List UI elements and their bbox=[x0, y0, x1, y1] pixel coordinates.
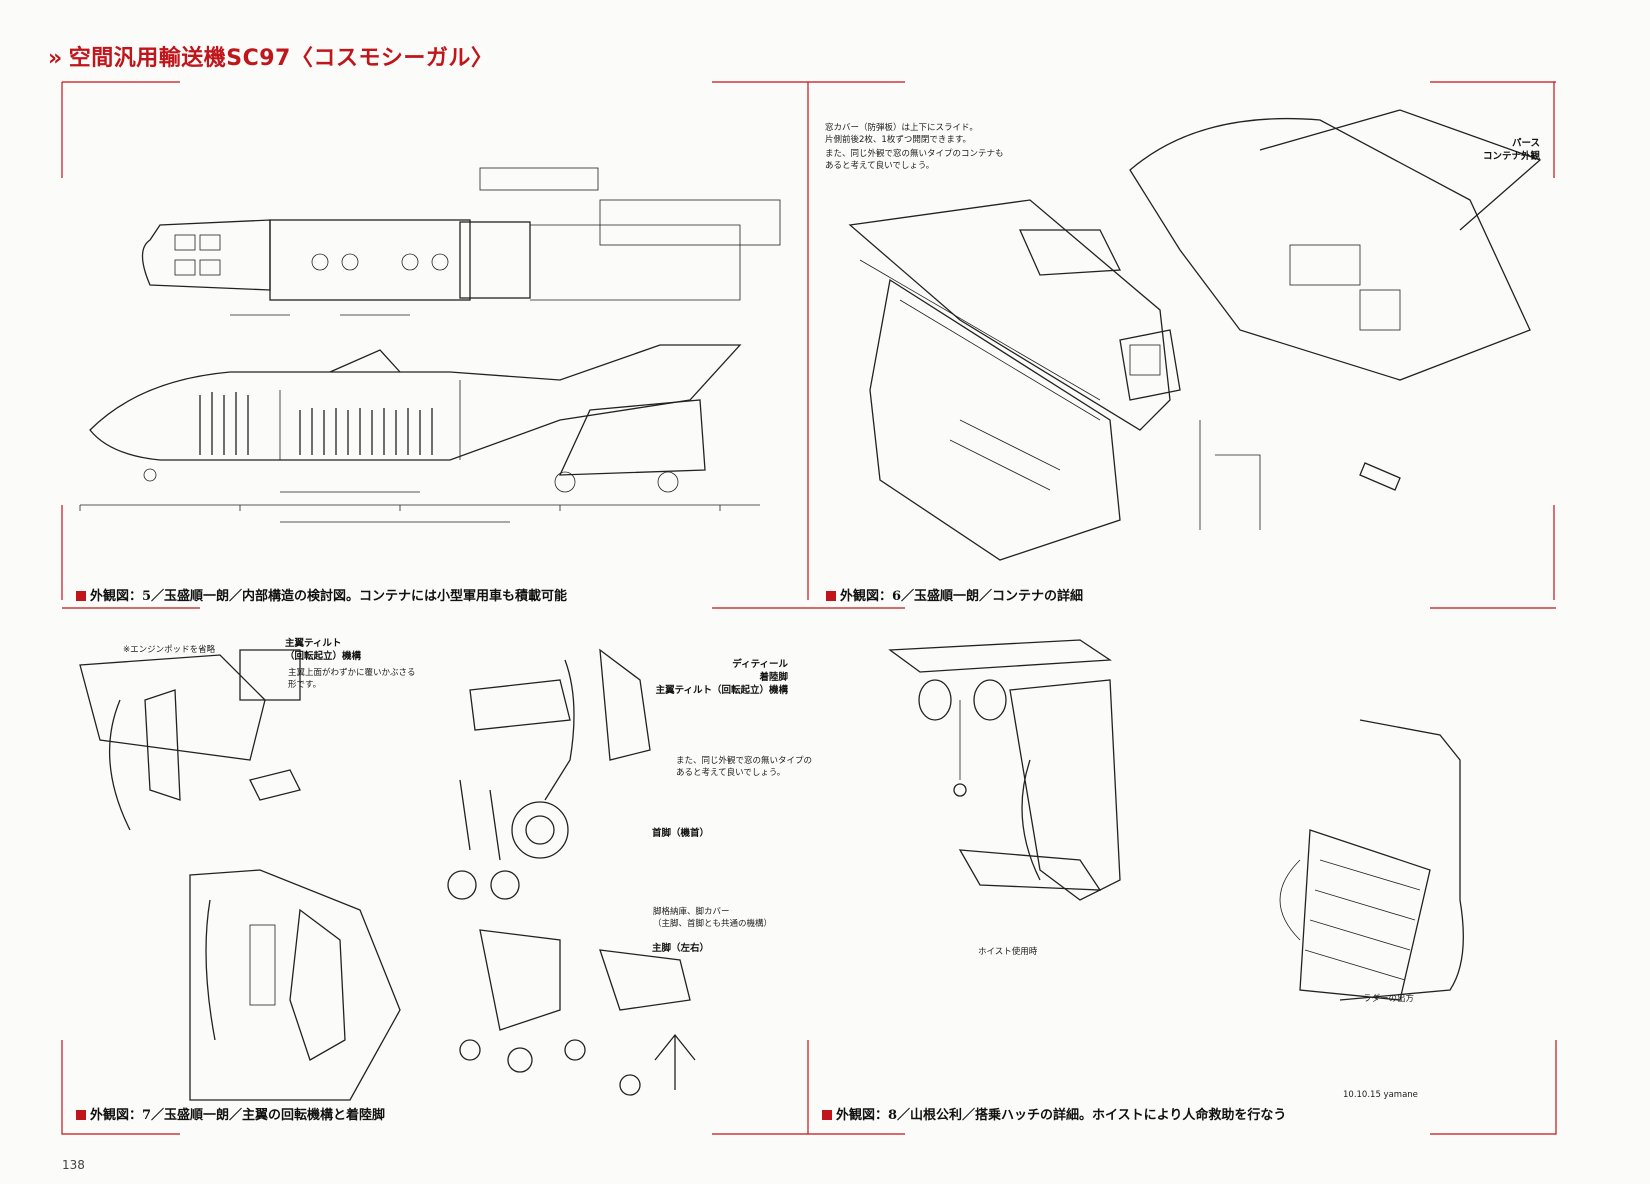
caption-marker-icon bbox=[822, 1110, 832, 1120]
caption-marker-icon bbox=[76, 1110, 86, 1120]
panel-8-signature: 10.10.15 yamane bbox=[1343, 1090, 1418, 1100]
wing-and-gear-sketches bbox=[79, 648, 696, 1101]
page-title: »空間汎用輸送機SC97〈コスモシーガル〉 bbox=[48, 46, 494, 71]
page-number: 138 bbox=[62, 1158, 85, 1172]
panel-5-caption: 外観図：5／玉盛順一朗／内部構造の検討図。コンテナには小型軍用車も積載可能 bbox=[76, 585, 567, 604]
panel-6-note-windowless: また、同じ外観で窓の無いタイプのコンテナも あると考えて良いでしょう。 bbox=[825, 149, 1004, 171]
panel-6-label-perspective: パース コンテナ外観 bbox=[1482, 138, 1540, 162]
panel-7-note-windowless: また、同じ外観で窓の無いタイプの あると考えて良いでしょう。 bbox=[676, 756, 813, 778]
panel-8-note-hoist: ホイスト使用時 bbox=[978, 947, 1038, 957]
panel-7-caption: 外観図：7／玉盛順一朗／主翼の回転機構と着陸脚 bbox=[76, 1104, 385, 1123]
panel-7-note-gear-bay: 脚格納庫、脚カバー （主脚、首脚とも共通の機構） bbox=[653, 907, 773, 929]
crop-marks bbox=[61, 81, 1557, 1135]
aircraft-plan-view bbox=[141, 167, 781, 316]
caption-marker-icon bbox=[76, 591, 86, 601]
panel-7-label-main-gear: 主脚（左右） bbox=[652, 943, 710, 954]
panel-8-note-ladder: ラダーの出方 bbox=[1363, 994, 1415, 1004]
panel-7-note-wing-overlap: 主翼上面がわずかに覆いかぶさる 形です。 bbox=[288, 668, 416, 690]
hatch-and-ladder-sketches bbox=[888, 639, 1464, 1001]
panel-6-note-window-cover: 窓カバー（防弾板）は上下にスライド。 片側前後2枚、1枚ずつ開閉できます。 bbox=[825, 123, 978, 145]
panel-6-caption: 外観図：6／玉盛順一朗／コンテナの詳細 bbox=[826, 585, 1083, 604]
panel-8-caption: 外観図：8／山根公利／搭乗ハッチの詳細。ホイストにより人命救助を行なう bbox=[822, 1104, 1286, 1123]
chevron-right-icon: » bbox=[48, 46, 63, 71]
panel-7-label-detail: ディティール 着陸脚 主翼ティルト（回転起立）機構 bbox=[655, 659, 788, 696]
panel-7-label-nose-gear: 首脚（機首） bbox=[652, 828, 710, 839]
caption-marker-icon bbox=[826, 591, 836, 601]
aircraft-side-view bbox=[79, 344, 760, 523]
panel-7-label-wing-tilt: 主翼ティルト （回転起立）機構 bbox=[285, 638, 362, 662]
container-perspective bbox=[848, 109, 1542, 561]
panel-7-note-engine-omitted: ※エンジンポッドを省略 bbox=[123, 645, 216, 655]
